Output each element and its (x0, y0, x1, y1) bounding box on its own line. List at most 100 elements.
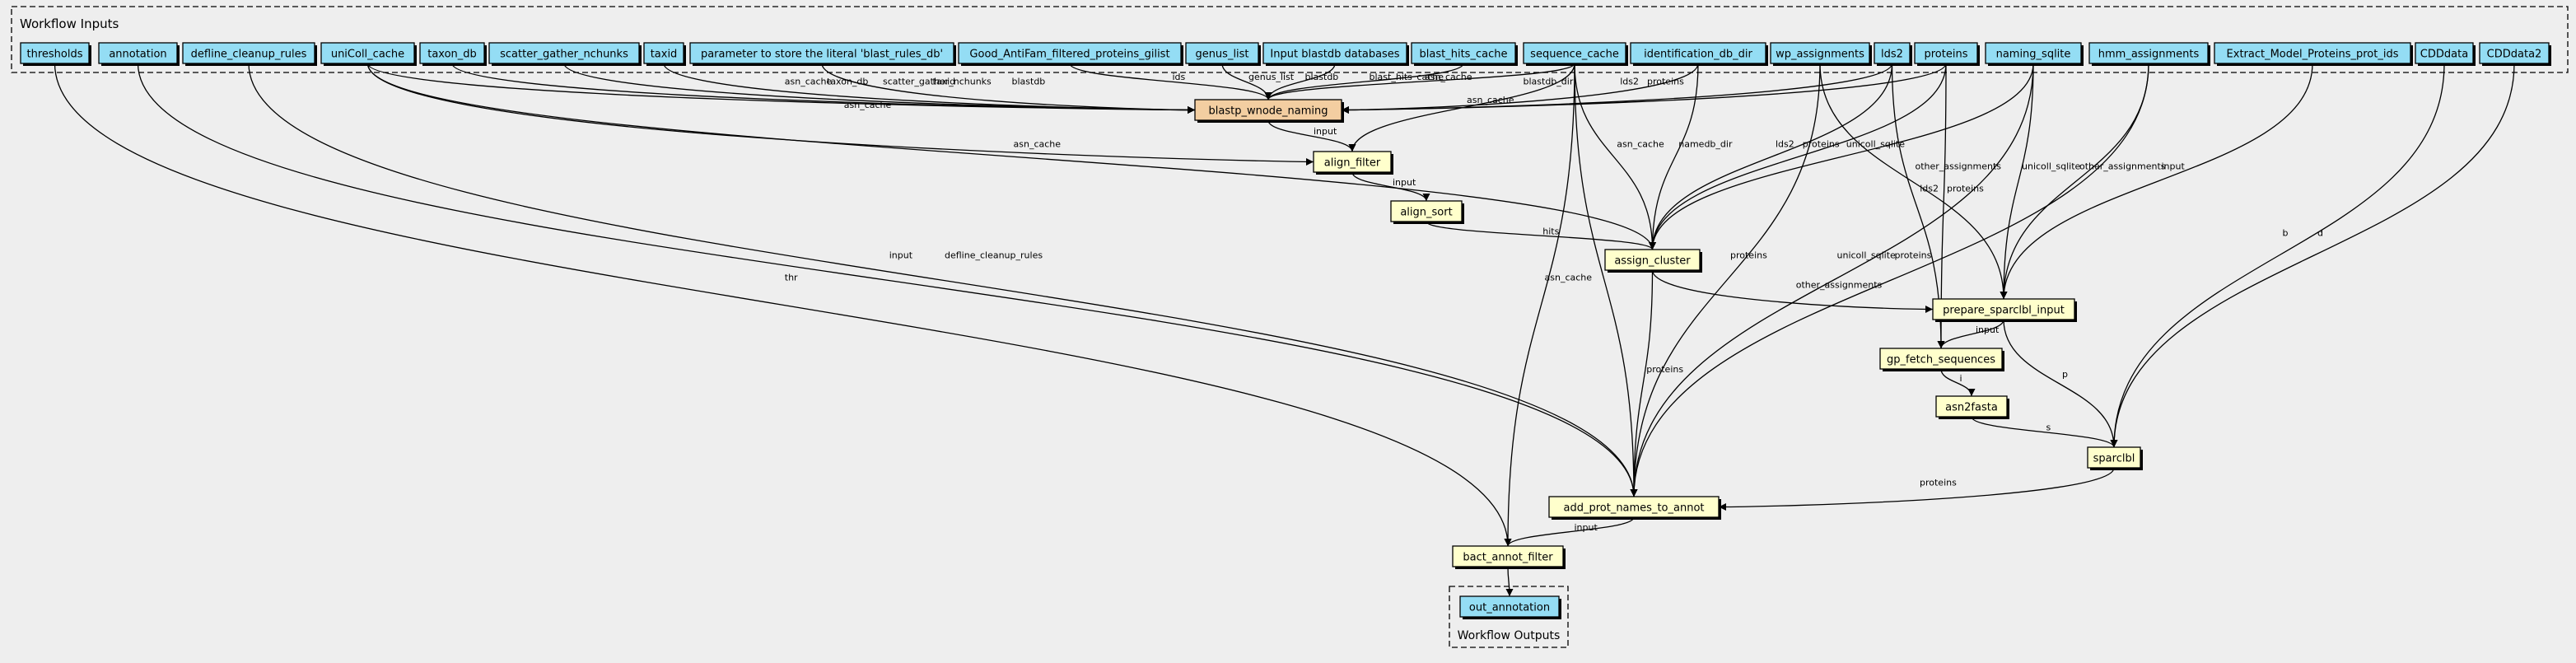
input-node-annotation[interactable]: annotation (98, 42, 180, 66)
edge-label: asn_cache (1467, 95, 1514, 105)
input-node-scatter_gather_nchunks[interactable]: scatter_gather_nchunks (488, 42, 642, 66)
input-node-naming_sqlite[interactable]: naming_sqlite (1985, 42, 2084, 66)
edge-lds2-to-gp_fetch (1891, 63, 1945, 349)
edge-label: other_assignments (2079, 161, 2166, 172)
edge-blast_hits_cache-to-blastp (1264, 63, 1464, 100)
input-node-hmm_assignments[interactable]: hmm_assignments (2088, 42, 2210, 66)
step-node-align_filter[interactable]: align_filter (1313, 151, 1393, 175)
edge-label: proteins (1647, 76, 1684, 86)
step-node-bact_filter[interactable]: bact_annot_filter (1452, 545, 1566, 569)
input-node-label: wp_assignments (1776, 49, 1864, 61)
edge-label: proteins (1920, 477, 1957, 488)
edge-label: taxid (933, 76, 956, 86)
step-node-sparclbl[interactable]: sparclbl (2087, 446, 2143, 470)
step-node-gp_fetch[interactable]: gp_fetch_sequences (1879, 348, 2004, 371)
step-node-align_sort[interactable]: align_sort (1390, 200, 1464, 224)
step-node-label: bact_annot_filter (1463, 552, 1553, 564)
input-node-label: Good_AntiFam_filtered_proteins_gilist (969, 49, 1169, 61)
edge-label: namedb_dir (1678, 139, 1733, 150)
edge-thresholds-to-bact_filter (54, 63, 1512, 547)
input-node-label: defline_cleanup_rules (191, 49, 307, 61)
edge-sparclbl-to-add_prot (1718, 467, 2115, 511)
edge-align_filter-to-align_sort (1351, 171, 1430, 202)
inputs-cluster-title: Workflow Inputs (20, 16, 119, 31)
edge-label: thr (785, 273, 798, 283)
edge-gp_fetch-to-asn2fasta (1940, 368, 1976, 397)
edge-CDDdata2-to-sparclbl (2110, 63, 2515, 448)
input-node-thresholds[interactable]: thresholds (20, 42, 91, 66)
input-node-label: hmm_assignments (2098, 49, 2200, 61)
edge-label: taxon_db (827, 76, 868, 86)
edge-uniColl_cache-to-assign_cluster (366, 63, 1656, 250)
edge-proteins-to-assign_cluster (1648, 63, 1947, 250)
input-node-label: scatter_gather_nchunks (500, 49, 628, 61)
edge-label: proteins (1895, 250, 1932, 261)
input-node-label: Input blastdb databases (1270, 49, 1399, 61)
input-node-label: uniColl_cache (331, 49, 404, 61)
edge-identification_db_dir-to-blastp (1341, 63, 1699, 114)
edge-label: ids (1173, 72, 1186, 82)
input-node-wp_assignments[interactable]: wp_assignments (1770, 42, 1872, 66)
input-node-label: Extract_Model_Proteins_prot_ids (2227, 49, 2399, 61)
edge-label: proteins (1947, 184, 1984, 194)
edge-naming_sqlite-to-assign_cluster (1648, 63, 2034, 250)
edge-label: other_assignments (1796, 279, 1883, 290)
input-node-label: annotation (109, 49, 166, 61)
input-node-blastdb[interactable]: Input blastdb databases (1262, 42, 1409, 66)
edge-sequence_cache-to-bact_filter (1504, 63, 1575, 547)
step-node-asn2fasta[interactable]: asn2fasta (1935, 395, 2009, 419)
edge-label: input (889, 250, 913, 261)
edge-label: lds2 (1776, 139, 1794, 150)
input-node-defline_cleanup_rules[interactable]: defline_cleanup_rules (182, 42, 317, 66)
input-node-sequence_cache[interactable]: sequence_cache (1523, 42, 1628, 66)
edge-label: defline_cleanup_rules (945, 250, 1043, 261)
input-node-prot_ids[interactable]: Extract_Model_Proteins_prot_ids (2214, 42, 2413, 66)
edge-label: asn_cache (1014, 139, 1062, 150)
input-node-identification_db_dir[interactable]: identification_db_dir (1630, 42, 1768, 66)
edge-gilist-to-blastp (1069, 63, 1272, 100)
step-node-label: sparclbl (2093, 453, 2135, 465)
step-node-label: asn2fasta (1945, 402, 1998, 414)
edge-label: other_assignments (1916, 161, 2002, 172)
edge-label: s (2046, 423, 2051, 433)
edge-defline_cleanup_rules-to-add_prot (248, 63, 1638, 497)
input-node-taxon_db[interactable]: taxon_db (419, 42, 487, 66)
edge-CDDdata-to-sparclbl (2110, 63, 2445, 448)
input-node-blast_hits_cache[interactable]: blast_hits_cache (1411, 42, 1518, 66)
input-node-proteins[interactable]: proteins (1914, 42, 1980, 66)
edge-blastp-to-align_filter (1267, 119, 1356, 152)
step-node-prepare[interactable]: prepare_sparclbl_input (1932, 298, 2077, 322)
input-node-blast_rules_db[interactable]: parameter to store the literal 'blast_ru… (689, 42, 956, 66)
step-node-blastp[interactable]: blastp_wnode_naming (1194, 99, 1344, 123)
edge-naming_sqlite-to-prepare (2000, 63, 2034, 300)
input-node-CDDdata[interactable]: CDDdata (2415, 42, 2476, 66)
input-node-taxid[interactable]: taxid (643, 42, 686, 66)
step-node-add_prot[interactable]: add_prot_names_to_annot (1548, 496, 1721, 520)
edge-label: genus_list (1248, 72, 1295, 82)
step-node-label: assign_cluster (1614, 255, 1691, 268)
edge-sequence_cache-to-assign_cluster (1574, 63, 1657, 250)
edge-label: blastdb_dir (1524, 76, 1574, 86)
input-node-label: taxid (651, 49, 678, 61)
input-node-CDDdata2[interactable]: CDDdata2 (2479, 42, 2551, 66)
output-node-out_annotation[interactable]: out_annotation (1459, 595, 1561, 619)
step-node-assign_cluster[interactable]: assign_cluster (1604, 249, 1702, 273)
input-node-gilist[interactable]: Good_AntiFam_filtered_proteins_gilist (958, 42, 1183, 66)
edge-label: proteins (1646, 364, 1683, 375)
edge-label: d (2317, 228, 2323, 239)
edge-label: unicoll_sqlite (1837, 250, 1897, 261)
edge-label: scatter_gather_nchunks (883, 76, 992, 86)
input-node-label: lds2 (1881, 49, 1903, 61)
input-node-label: genus_list (1195, 49, 1248, 61)
input-node-genus_list[interactable]: genus_list (1185, 42, 1261, 66)
input-node-uniColl_cache[interactable]: uniColl_cache (320, 42, 417, 66)
input-node-label: taxon_db (427, 49, 477, 61)
edge-lds2-to-assign_cluster (1648, 63, 1893, 250)
input-node-label: proteins (1925, 49, 1968, 61)
edge-label: blast_hits_cache (1370, 72, 1444, 82)
input-node-label: identification_db_dir (1644, 49, 1752, 61)
edge-assign_cluster-to-prepare (1651, 269, 1934, 314)
input-node-lds2[interactable]: lds2 (1874, 42, 1912, 66)
output-node-label: out_annotation (1469, 602, 1550, 614)
